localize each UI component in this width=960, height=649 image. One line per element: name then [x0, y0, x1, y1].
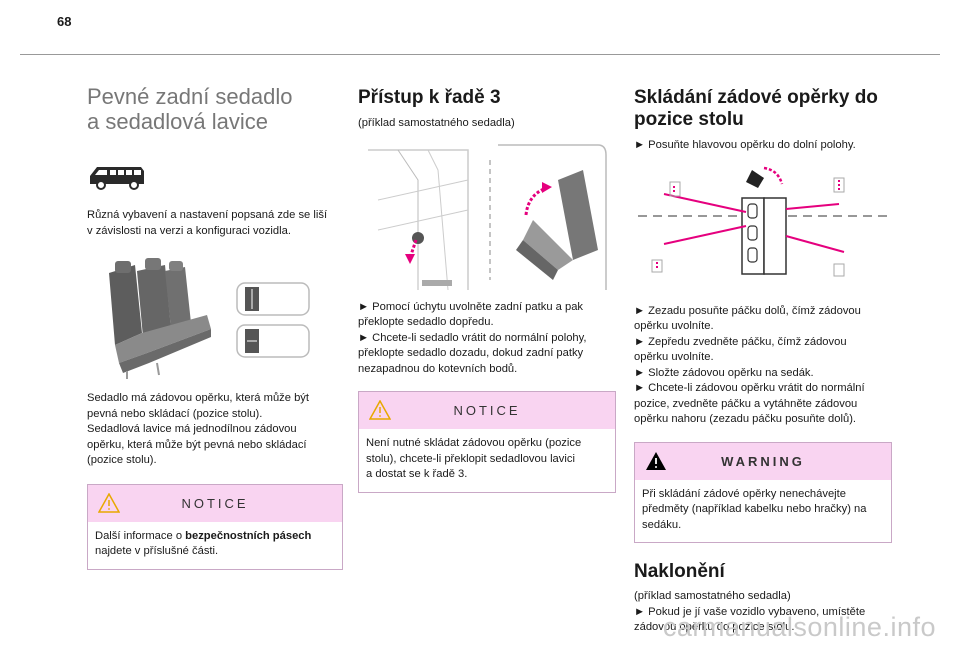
subtitle: (příklad samostatného sedadla) — [358, 117, 515, 129]
body-text: ► Zepředu zvedněte páčku, čímž zádovou — [634, 335, 847, 348]
body-text: (pozice stolu). — [87, 454, 157, 466]
body-text: ► Pomocí úchytu uvolněte zadní patku a p… — [358, 300, 584, 313]
body-text: pozice, zvedněte páčku a vytáhněte zádov… — [634, 397, 858, 410]
section-title-tilt: Naklonění — [634, 561, 725, 582]
warning-triangle-icon — [646, 451, 666, 470]
notice-header: NOTICE — [359, 392, 615, 429]
seat-tilt-illustration — [368, 143, 607, 290]
body-text: ► Zezadu posuňte páčku dolů, čímž zádovo… — [634, 304, 861, 317]
notice-text: Další informace o bezpečnostních pásech … — [88, 522, 342, 569]
body-text: Sedadlo má zádovou opěrku, která může bý… — [87, 392, 310, 404]
notice-line: najdete v příslušné části. — [95, 545, 219, 557]
body-text: Sedadlová lavice má jednodílnou zádovou — [87, 423, 297, 435]
warning-triangle-icon — [369, 400, 391, 420]
intro-text: ► Posuňte hlavovou opěrku do dolní poloh… — [634, 139, 856, 151]
intro-text: Různá vybavení a nastavení popsaná zde s… — [87, 209, 328, 221]
notice-bold: bezpečnostních pásech — [185, 529, 312, 542]
title-line-2: a sedadlová lavice — [87, 109, 269, 134]
warning-text: Při skládání zádové opěrky nenechávejte … — [635, 480, 891, 543]
page-number: 68 — [57, 14, 72, 29]
section-title-fixed-seat: Pevné zadní sedadlo a sedadlová lavice — [87, 84, 343, 134]
body-text: opěrku, která může být pevná nebo skláda… — [87, 438, 307, 451]
watermark: carmanualsonline.info — [662, 612, 936, 642]
top-divider — [20, 54, 940, 55]
body-text: ► Pokud je jí vaše vozidlo vybaveno, umí… — [634, 605, 866, 618]
warning-line: sedáku. — [642, 518, 682, 531]
seat-bench-illustration — [109, 258, 310, 379]
title-line-2: pozice stolu — [634, 109, 744, 130]
notice-label: NOTICE — [453, 403, 521, 418]
body-text: zádovou opěrku do pozice stolu. — [634, 621, 795, 633]
column-table-position: Skládání zádové opěrky do pozice stolu ►… — [634, 87, 892, 636]
notice-text: Není nutné skládat zádovou opěrku (pozic… — [359, 429, 615, 492]
column-fixed-rear-seat: Pevné zadní sedadlo a sedadlová lavice R… — [87, 84, 343, 570]
warning-line: předměty (například kabelku nebo hračky)… — [642, 503, 867, 515]
van-icon — [90, 167, 144, 190]
body-text: opěrku nahoru (zezadu páčku posuňte dolů… — [634, 413, 857, 425]
body-text: ► Chcete-li sedadlo vrátit do normální p… — [358, 331, 587, 344]
notice-box: NOTICE Není nutné skládat zádovou opěrku… — [358, 391, 616, 493]
notice-prefix: Další informace o — [95, 529, 186, 542]
warning-box: WARNING Při skládání zádové opěrky nenec… — [634, 441, 892, 543]
warning-line: Při skládání zádové opěrky nenechávejte — [642, 487, 846, 500]
backrest-fold-illustration — [638, 166, 888, 276]
column-row3-access: Přístup k řadě 3 (příklad samostatného s… — [358, 87, 616, 493]
notice-header: NOTICE — [88, 484, 342, 522]
notice-line: a dostat se k řadě 3. — [366, 468, 468, 480]
body-text: překlopte sedadlo dozadu, dokud zadní pa… — [358, 347, 584, 359]
body-text: překlopte sedadlo dopředu. — [358, 316, 494, 328]
body-text: (příklad samostatného sedadla) — [634, 590, 791, 602]
section-title-row3: Přístup k řadě 3 — [358, 87, 501, 108]
warning-header: WARNING — [635, 442, 891, 480]
body-text: pevná nebo skládací (pozice stolu). — [87, 407, 263, 420]
notice-line: stolu), chcete-li překlopit sedadlovou l… — [366, 452, 575, 465]
section-title-table: Skládání zádové opěrky do pozice stolu — [634, 87, 892, 131]
title-line-1: Skládání zádové opěrky do — [634, 87, 878, 108]
notice-box: NOTICE Další informace o bezpečnostních … — [87, 483, 343, 570]
warning-triangle-icon — [98, 492, 120, 513]
body-text: ► Chcete-li zádovou opěrku vrátit do nor… — [634, 382, 865, 394]
warning-label: WARNING — [721, 453, 805, 469]
body-text: opěrku uvolníte. — [634, 320, 714, 332]
notice-line: Není nutné skládat zádovou opěrku (pozic… — [366, 437, 582, 449]
title-line-1: Pevné zadní sedadlo — [87, 84, 293, 109]
body-text: ► Složte zádovou opěrku na sedák. — [634, 366, 814, 379]
intro-text: v závislosti na verzi a konfiguraci vozi… — [87, 224, 291, 237]
notice-label: NOTICE — [181, 495, 249, 511]
body-text: nezapadnou do kotevních bodů. — [358, 362, 518, 375]
body-text: opěrku uvolníte. — [634, 351, 714, 363]
